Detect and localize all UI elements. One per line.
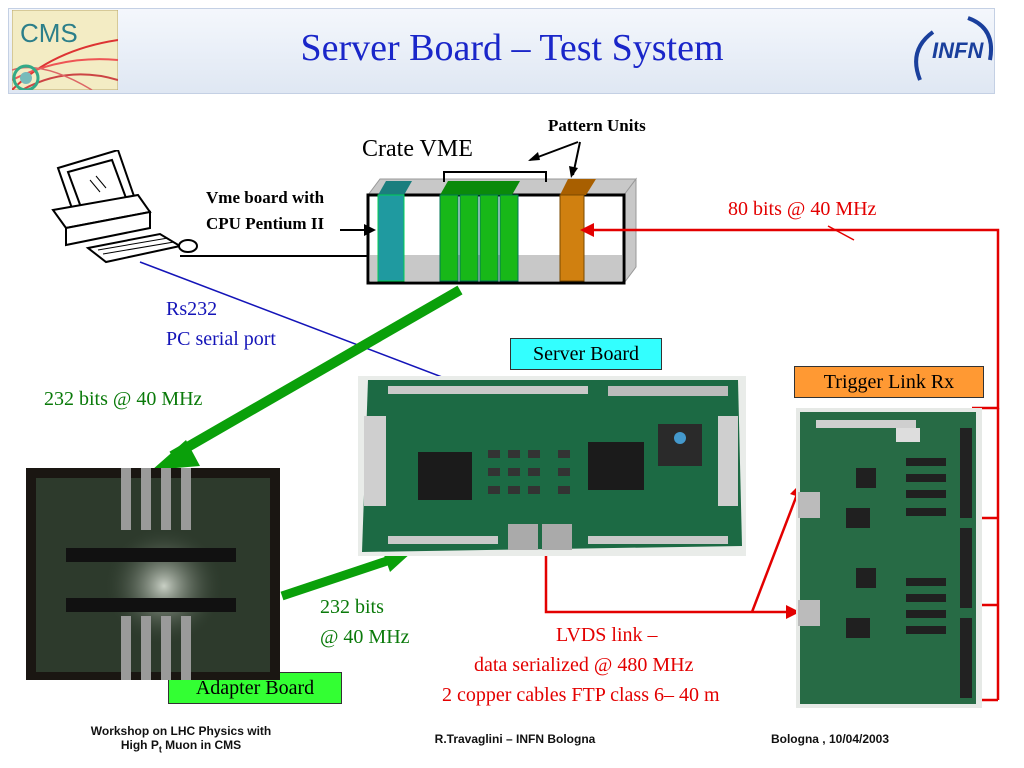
vme-board-label-line1: Vme board with [206,188,325,207]
header-band [8,8,995,94]
pattern-units-pointer [443,141,581,182]
cms-logo: CMS [11,9,119,92]
server-board-box: Server Board [510,338,662,370]
footer-left-line1: Workshop on LHC Physics with [90,724,272,738]
link-80-label: 80 bits @ 40 MHz [728,198,877,220]
footer-left-line2-sub: t [158,744,162,755]
footer-center: R.Travaglini – INFN Bologna [434,732,596,746]
link-232-bottom-label-line1: 232 bits [320,596,384,618]
lvds-label-line3: 2 copper cables FTP class 6– 40 m [442,684,720,706]
crate-vme-label: Crate VME [362,136,473,162]
infn-logo-text: INFN [932,38,984,63]
trigger-link-rx-photo [796,408,982,708]
crate-vme [360,175,650,290]
link-232-top-label: 232 bits @ 40 MHz [44,388,203,410]
pattern-units-label: Pattern Units [548,116,646,135]
footer-left: Workshop on LHC Physics with High Pt Muo… [56,724,306,754]
lvds-label-line1: LVDS link – [556,624,658,646]
footer-right: Bologna , 10/04/2003 [770,732,890,746]
infn-logo: INFN [908,10,998,90]
link-232-bottom-label-line2: @ 40 MHz [320,626,410,648]
footer-left-line2: High Pt Muon in CMS [56,738,306,754]
cms-logo-text: CMS [20,18,78,48]
footer-left-line2-pre: High P [120,738,159,752]
lvds-label-line2: data serialized @ 480 MHz [474,654,694,676]
rs232-label-line2: PC serial port [166,328,276,350]
computer-icon [48,148,208,280]
footer-left-line2-post: Muon in CMS [161,738,242,752]
adapter-board-photo [26,468,280,680]
vme-board-label-line2: CPU Pentium II [206,214,325,233]
server-board-photo [358,376,746,556]
trigger-link-rx-box: Trigger Link Rx [794,366,984,398]
rs232-label-line1: Rs232 [166,298,218,320]
page-title: Server Board – Test System [300,27,724,69]
